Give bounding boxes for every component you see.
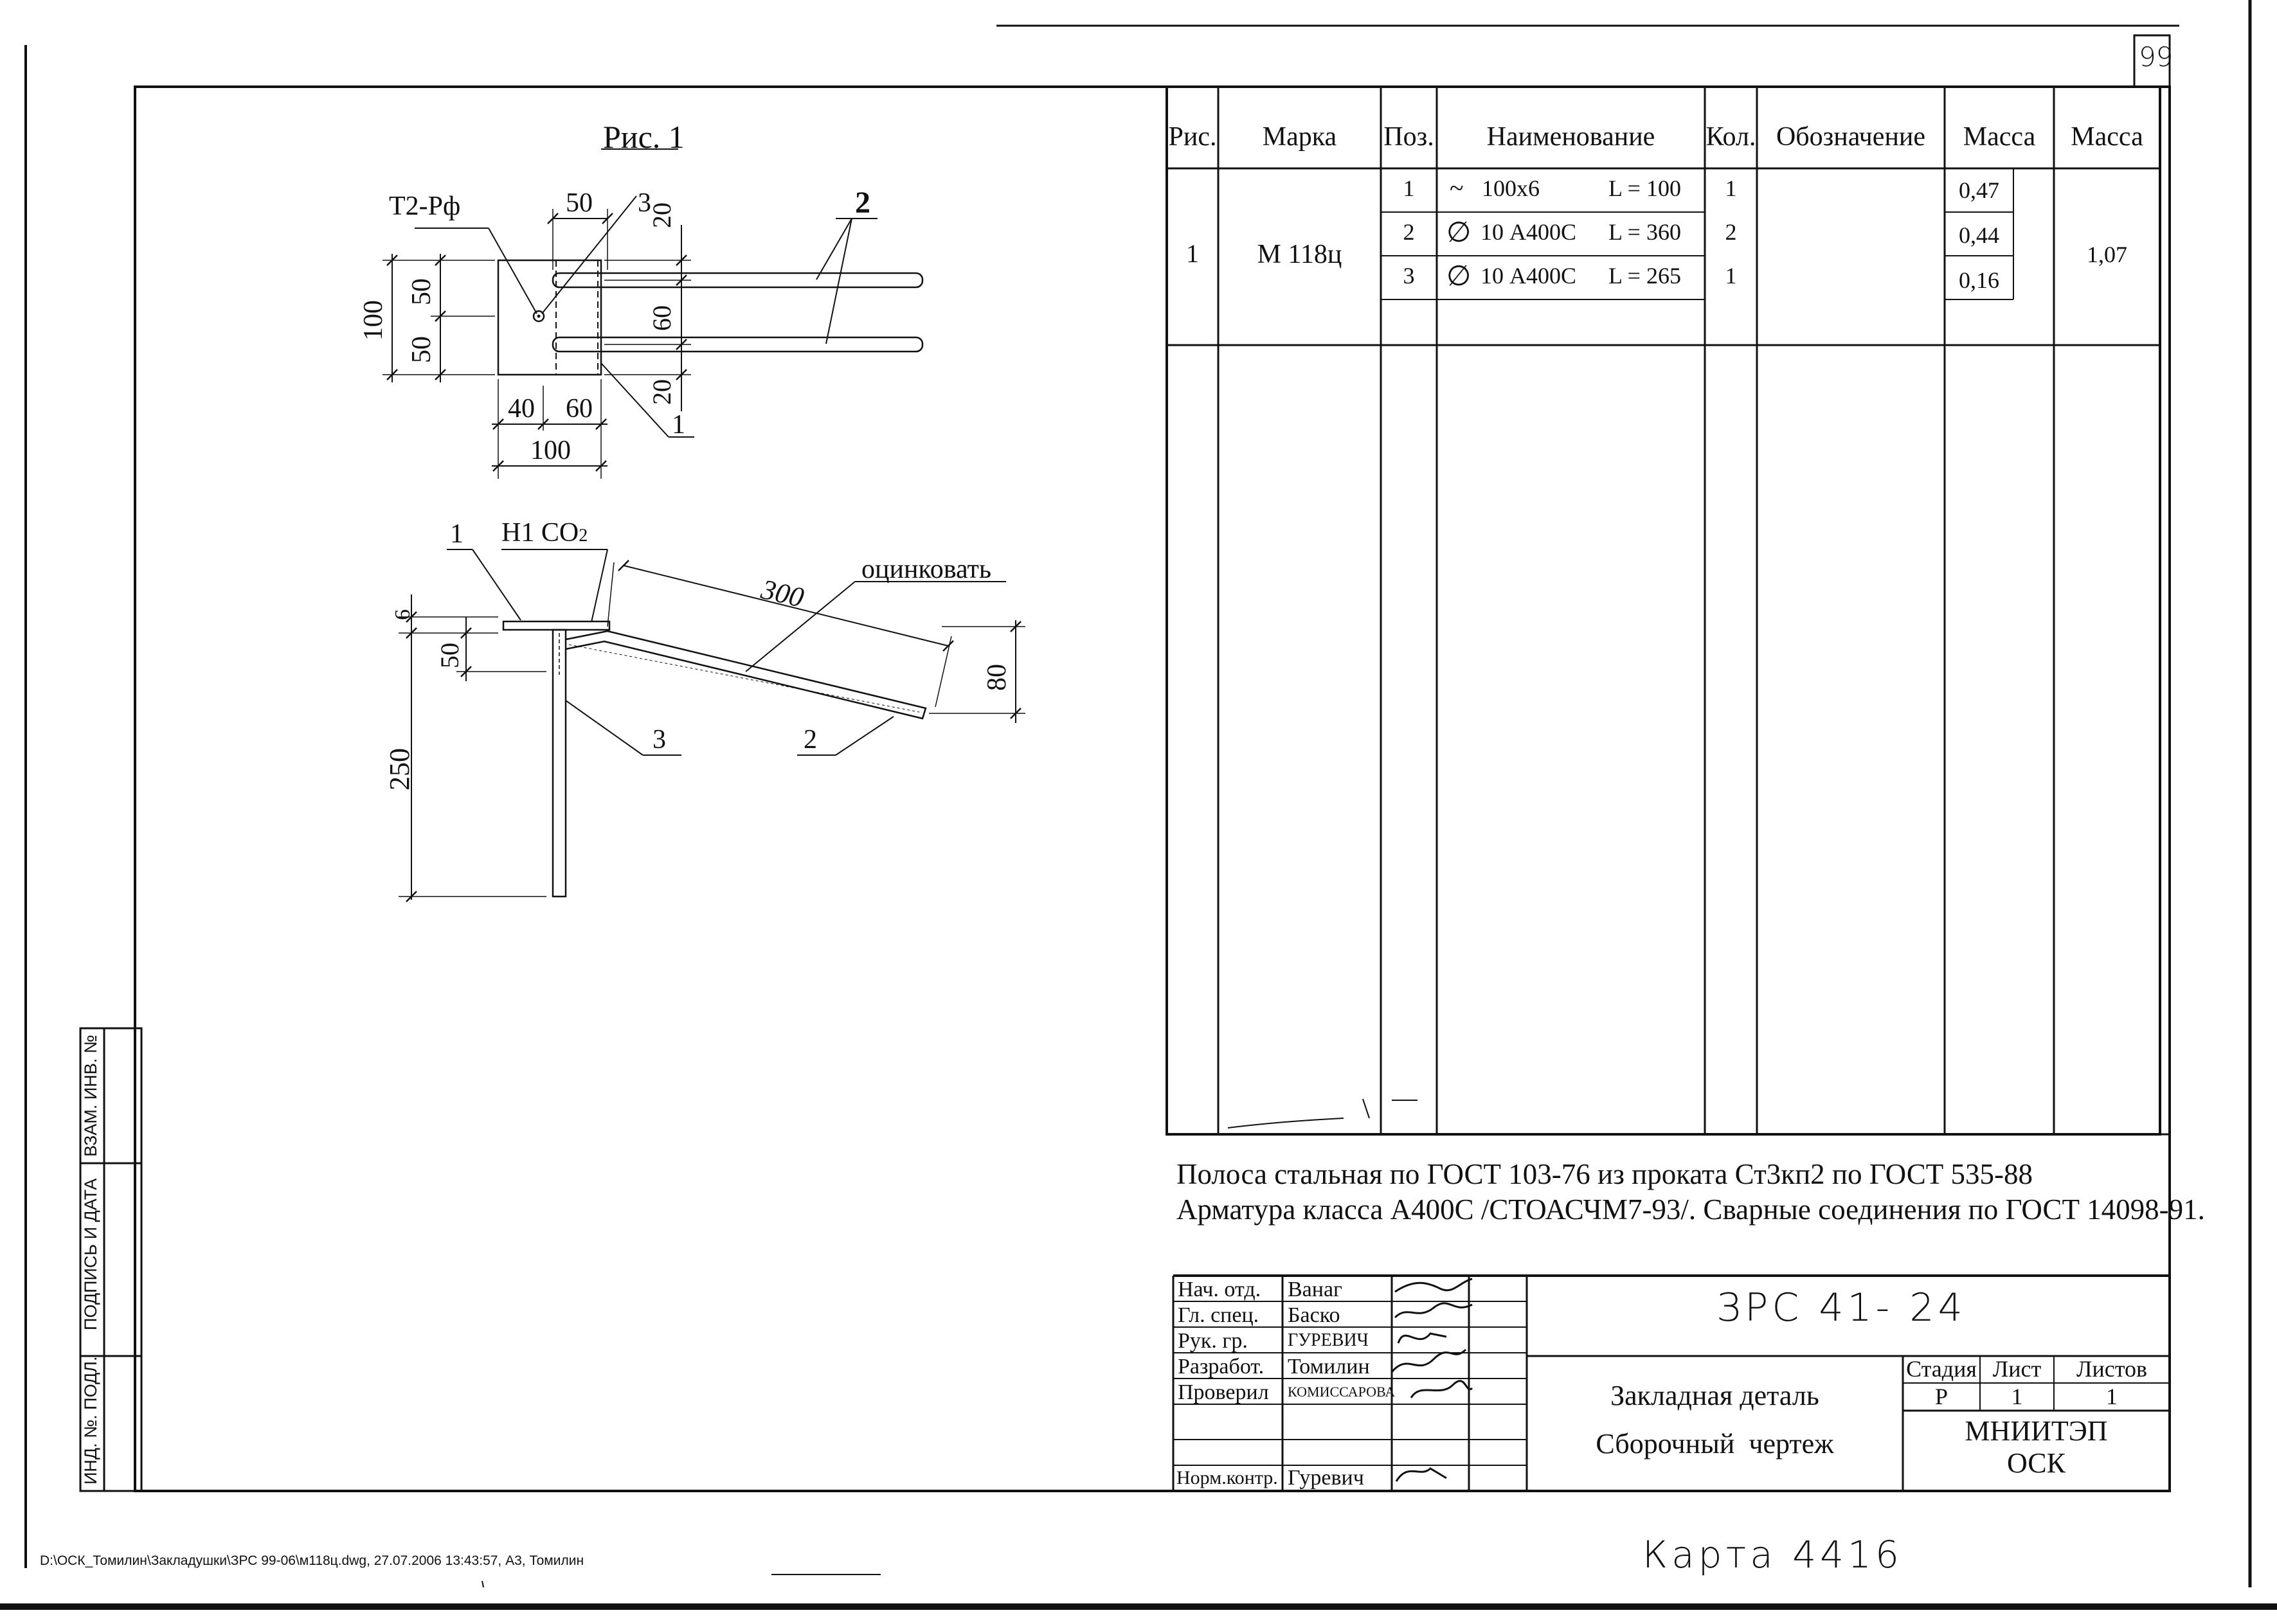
signature-vanag	[1394, 1278, 1473, 1293]
dim-plan-50-left-a: 50	[407, 278, 437, 305]
role-label: Нач. отд.	[1178, 1278, 1261, 1301]
note-line-2: Арматура класса А400С /СТОАСЧМ7-93/. Сва…	[1176, 1193, 2205, 1226]
file-path: D:\ОСК_Томилин\Закладушки\ЗРС 99-06\м118…	[40, 1553, 584, 1568]
pos-label-3-side: 3	[652, 725, 666, 754]
sheet-label: Лист	[1992, 1356, 2042, 1382]
cell-qty: 1	[1725, 263, 1737, 289]
page-number: 99	[2139, 41, 2174, 73]
galvanize-note: оцинковать	[861, 555, 992, 584]
dim-plan-20-top: 20	[647, 202, 676, 228]
cell-mass: 0,16	[1959, 267, 1999, 293]
stamp-inv-orig: ИНД. №. ПОДЛ.	[81, 1356, 100, 1485]
pos-label-2-plan: 2	[855, 186, 870, 220]
cell-fig: 1	[1186, 239, 1199, 268]
cell-qty: 2	[1725, 219, 1737, 245]
cell-name: 10 А400С	[1480, 219, 1577, 245]
weld-label-n1: Н1 СО2	[501, 518, 588, 548]
person-name: Гуревич	[1288, 1466, 1364, 1490]
dim-plan-60: 60	[566, 394, 593, 424]
signature-gurevich	[1397, 1332, 1447, 1344]
dim-side-80: 80	[982, 664, 1012, 691]
signature-komissarova	[1410, 1380, 1473, 1398]
stamp-inv-replace: ВЗАМ. ИНВ. №	[81, 1035, 100, 1157]
cell-symbol: ~	[1450, 174, 1464, 202]
pos-label-1-plan: 1	[672, 410, 685, 440]
handwritten-card-number: Карта 4416	[1643, 1533, 1903, 1576]
role-label: Разработ.	[1178, 1355, 1264, 1379]
cell-mark: М 118ц	[1257, 240, 1342, 269]
note-line-1: Полоса стальная по ГОСТ 103-76 из прокат…	[1176, 1158, 2033, 1190]
header-fig: Рис.	[1168, 122, 1217, 152]
dim-plan-100-left: 100	[359, 300, 388, 341]
weld-label-t2: Т2-Рф	[389, 192, 461, 221]
cell-symbol: ∅	[1446, 260, 1472, 292]
cell-mass: 0,47	[1959, 177, 1999, 203]
cell-pos: 1	[1403, 175, 1415, 201]
title-line-2: Сборочный чертеж	[1596, 1428, 1834, 1459]
pos-label-1-side: 1	[450, 519, 464, 549]
organization-line-1: МНИИТЭП	[1965, 1415, 2108, 1447]
dim-plan-60-right: 60	[647, 305, 676, 331]
header-designation: Обозначение	[1776, 122, 1926, 152]
dim-side-250: 250	[384, 748, 415, 790]
pos-label-3-plan: 3	[638, 188, 651, 218]
dim-plan-20-bottom: 20	[647, 379, 676, 405]
document-code: ЗРС 41- 24	[1716, 1285, 1967, 1330]
signature-norm	[1395, 1467, 1447, 1482]
stage-value: Р	[1934, 1384, 1949, 1409]
stage-label: Стадия	[1906, 1356, 1977, 1382]
header-total-mass: Масса	[2071, 122, 2143, 152]
header-pos: Поз.	[1383, 122, 1434, 152]
sheets-label: Листов	[2076, 1356, 2147, 1382]
organization-line-2: ОСК	[2006, 1447, 2066, 1479]
header-mark: Марка	[1262, 122, 1337, 152]
role-label: Норм.контр.	[1176, 1467, 1278, 1488]
person-name: ГУРЕВИЧ	[1288, 1330, 1369, 1350]
dim-side-6: 6	[391, 609, 415, 620]
role-label: Гл. спец.	[1178, 1303, 1259, 1327]
cell-length: L = 360	[1608, 219, 1681, 245]
dim-side-50: 50	[435, 643, 464, 668]
signature-basko	[1394, 1302, 1473, 1319]
dim-plan-40: 40	[508, 394, 535, 424]
sheet-value: 1	[2011, 1384, 2023, 1409]
sheets-value: 1	[2106, 1384, 2118, 1409]
figure-title: Рис. 1	[603, 119, 685, 155]
dim-plan-100-bottom: 100	[530, 436, 571, 465]
cell-mass: 0,44	[1959, 222, 1999, 248]
cell-name: 10 А400С	[1480, 263, 1577, 289]
stamp-sign-date: ПОДПИСЬ И ДАТА	[81, 1178, 100, 1330]
role-label: Рук. гр.	[1178, 1329, 1248, 1353]
cell-total-mass: 1,07	[2087, 242, 2127, 267]
cell-pos: 3	[1403, 263, 1415, 289]
cell-symbol: ∅	[1446, 217, 1472, 248]
header-qty: Кол.	[1706, 122, 1756, 152]
person-name: Ванаг	[1288, 1278, 1342, 1301]
cell-length: L = 265	[1608, 263, 1681, 289]
cell-qty: 1	[1725, 175, 1737, 201]
dim-plan-50-top: 50	[566, 188, 593, 218]
header-name: Наименование	[1486, 122, 1655, 152]
header-mass: Масса	[1963, 122, 2036, 152]
dim-plan-50-left-b: 50	[407, 336, 437, 363]
cell-pos: 2	[1403, 219, 1415, 245]
person-name: КОМИССАРОВА	[1288, 1384, 1396, 1400]
person-name: Томилин	[1288, 1355, 1370, 1379]
signature-tomilin	[1390, 1348, 1467, 1373]
cell-name: 100х6	[1482, 175, 1540, 201]
cell-length: L = 100	[1608, 175, 1681, 201]
title-line-1: Закладная деталь	[1610, 1380, 1819, 1411]
pos-label-2-side: 2	[804, 725, 817, 754]
role-label: Проверил	[1178, 1380, 1269, 1404]
person-name: Баско	[1288, 1303, 1340, 1327]
